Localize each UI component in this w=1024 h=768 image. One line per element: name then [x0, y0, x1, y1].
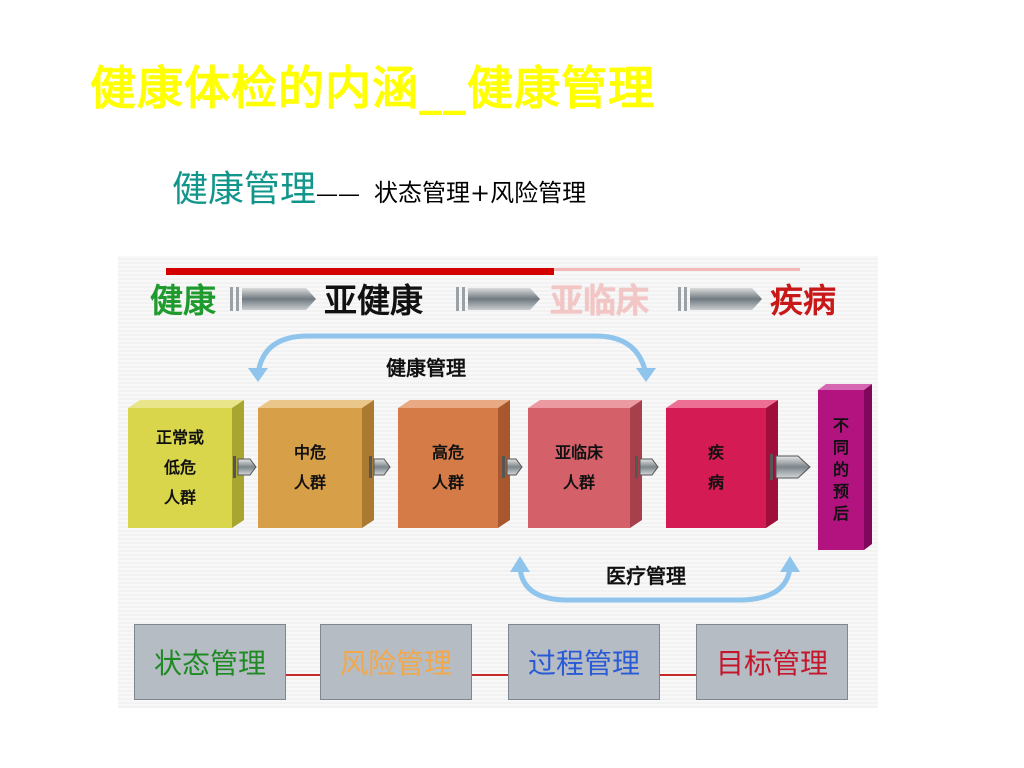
connector-line: [284, 674, 320, 676]
arc-right-arrowhead-icon: [636, 368, 656, 382]
box-line: 亚临床: [554, 443, 603, 462]
box-line: 疾: [707, 443, 724, 462]
arc-left-arrowhead-icon: [510, 556, 530, 572]
flow-arrow-icon: [770, 454, 811, 480]
connector-line: [658, 674, 696, 676]
arc-right-arrowhead-icon: [780, 556, 800, 572]
stage-arrow-icon: [230, 287, 316, 311]
stage-arrow-icon: [678, 287, 762, 311]
box-prognosis: 不 同 的 预 后: [818, 390, 864, 550]
subtitle-dash: ——: [316, 182, 361, 207]
box-line: 不: [832, 416, 849, 435]
box-disease: 疾 病: [666, 408, 766, 528]
progress-bar-pink: [554, 268, 800, 271]
diagram-graphics: [128, 287, 872, 603]
medical-management-arc: [517, 567, 793, 603]
arc-left-arrowhead-icon: [248, 368, 268, 382]
box-line: 人群: [431, 473, 464, 492]
box-high-risk: 高危 人群: [398, 408, 498, 528]
box-line: 人群: [562, 473, 595, 492]
stage-subhealth: 亚健康: [324, 281, 423, 320]
medical-management-label: 医疗管理: [606, 564, 686, 588]
mgmt-goal: 目标管理: [696, 624, 848, 700]
flow-arrow-icon: [369, 456, 391, 478]
box-line: 病: [707, 473, 724, 492]
box-line: 中危: [293, 443, 326, 462]
flow-arrow-icon: [233, 456, 257, 478]
box-line: 的: [832, 460, 849, 479]
box-line: 人群: [163, 488, 196, 507]
flow-arrow-icon: [502, 456, 523, 478]
stage-arrow-icon: [456, 287, 540, 311]
subtitle-main: 健康管理: [172, 169, 317, 210]
health-management-arc: [255, 333, 649, 375]
slide-title: 健康体检的内涵__健康管理: [90, 61, 655, 115]
stage-health: 健康: [150, 281, 216, 320]
box-line: 后: [832, 504, 849, 523]
subtitle-rest: 状态管理+风险管理: [374, 179, 587, 207]
flow-arrow-icon: [635, 456, 659, 478]
box-line: 高危: [431, 443, 464, 462]
box-medium-risk: 中危 人群: [258, 408, 362, 528]
box-line: 同: [832, 438, 849, 457]
box-line: 人群: [293, 473, 326, 492]
mgmt-status: 状态管理: [134, 624, 286, 700]
connector-line: [470, 674, 508, 676]
health-management-diagram: 健康 亚健康 亚临床 疾病: [118, 256, 878, 708]
mgmt-process: 过程管理: [508, 624, 660, 700]
box-line: 低危: [163, 458, 196, 477]
subtitle: 健康管理—— 状态管理+风险管理: [172, 160, 586, 212]
progress-bar-red: [166, 268, 554, 275]
box-line: 正常或: [155, 428, 204, 447]
health-management-label: 健康管理: [386, 356, 466, 380]
box-normal-low-risk: 正常或 低危 人群: [128, 408, 232, 528]
stage-disease: 疾病: [770, 281, 836, 320]
mgmt-risk: 风险管理: [320, 624, 472, 700]
box-line: 预: [832, 482, 849, 501]
stage-subclinical: 亚临床: [550, 281, 649, 320]
box-subclinical: 亚临床 人群: [528, 408, 630, 528]
